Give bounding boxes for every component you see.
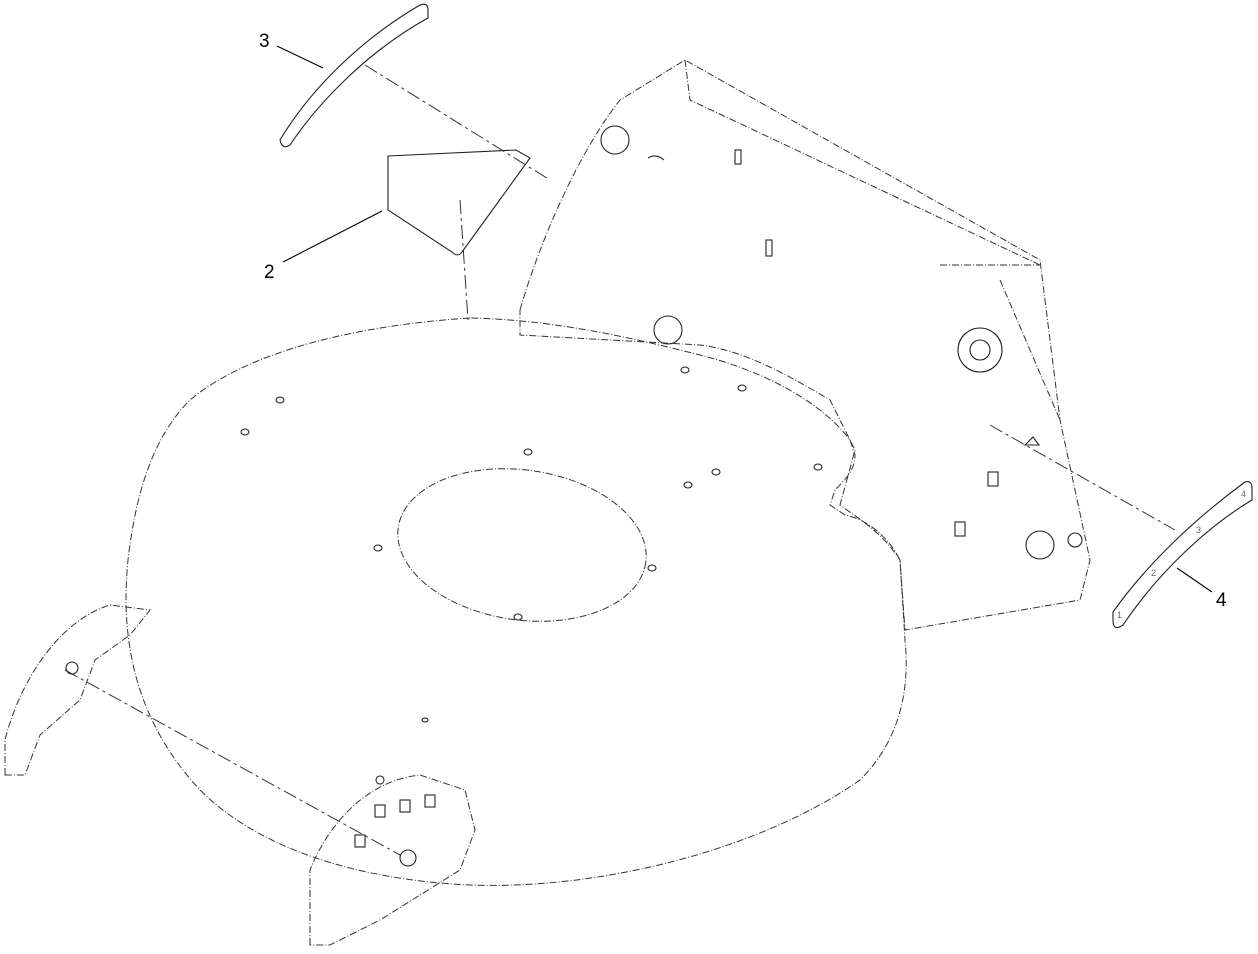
callout-3: 3 [259, 31, 270, 52]
axle [64, 669, 401, 856]
decal-2 [387, 149, 531, 256]
decal-2-assembly-line [459, 199, 469, 321]
decal-4 [1112, 481, 1253, 629]
decal-4-mark-3: 3 [1196, 525, 1201, 535]
decal-4-mark-4: 4 [1241, 489, 1246, 499]
decal-3 [279, 3, 429, 148]
callout-3-leader [276, 45, 324, 69]
mower-deck [125, 317, 907, 886]
left-wheel-bracket [4, 604, 151, 776]
decal-4-mark-2: 2 [1151, 568, 1156, 578]
callout-2-leader [282, 210, 383, 263]
decal-4-assembly-line [989, 424, 1176, 531]
decal-4-mark-1: 1 [1117, 610, 1122, 620]
housing-edge [684, 59, 1061, 421]
decal-3-assembly-line [364, 64, 551, 181]
callout-4-leader [1176, 567, 1213, 593]
rear-housing [519, 59, 1091, 631]
blade-opening [397, 468, 647, 622]
housing-features [600, 125, 1083, 560]
deck-holes [240, 366, 823, 723]
callout-4: 4 [1216, 590, 1227, 611]
bracket-holes [65, 661, 436, 867]
right-wheel-bracket [309, 774, 476, 946]
callout-2: 2 [264, 262, 275, 283]
